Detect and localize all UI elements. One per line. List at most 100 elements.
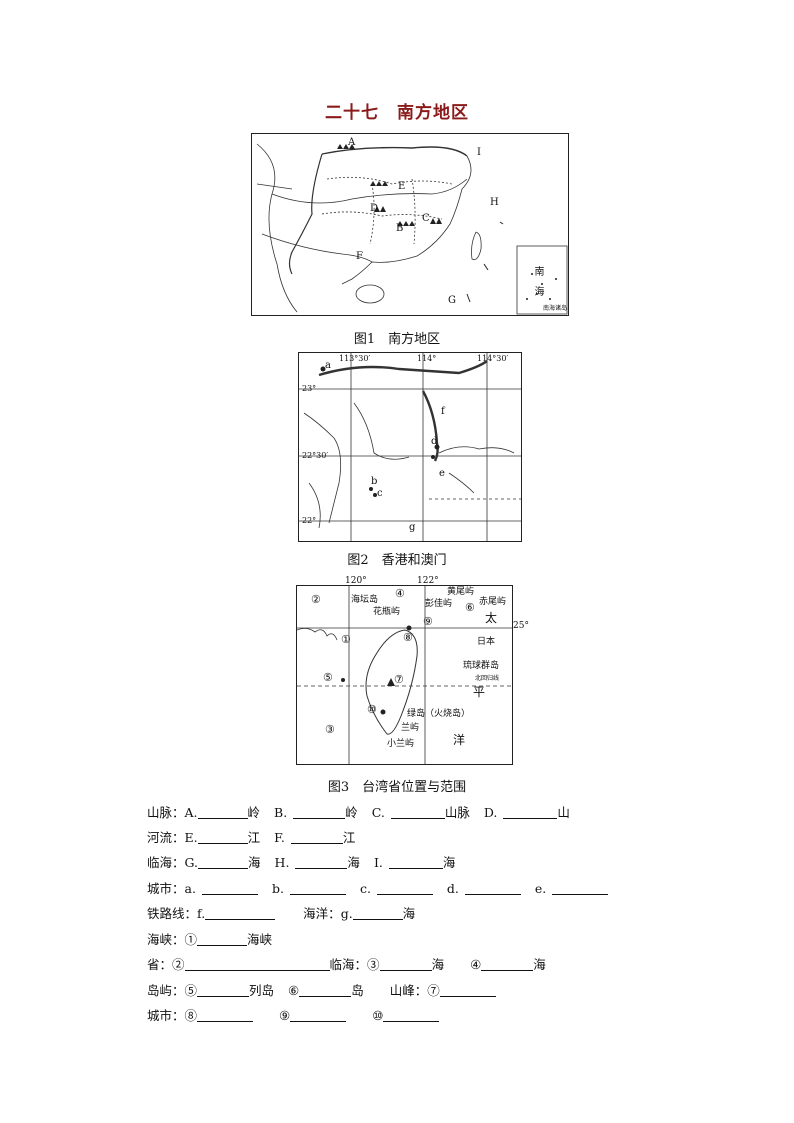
circled-1: ① bbox=[341, 633, 351, 646]
blank-4[interactable] bbox=[481, 958, 534, 971]
place-xiaolanyu: 小兰屿 bbox=[387, 739, 415, 749]
circled-5: ⑤ bbox=[323, 671, 333, 684]
blank-f[interactable] bbox=[205, 907, 276, 920]
q6-suffix: 海峡 bbox=[247, 932, 273, 947]
q5-ocean-label: 海洋： bbox=[303, 906, 341, 921]
q7-label: 省： bbox=[147, 957, 173, 972]
place-japan: 日本 bbox=[477, 637, 496, 647]
q1-a: A. bbox=[184, 805, 198, 820]
q3-h: H. bbox=[274, 855, 290, 870]
q9-9: ⑨ bbox=[279, 1008, 291, 1023]
label-a: a bbox=[325, 360, 331, 371]
q5-g-suffix: 海 bbox=[402, 906, 416, 921]
q1-c: C. bbox=[371, 805, 385, 820]
q7-4: ④ bbox=[470, 957, 482, 972]
top-tick-122: 122° bbox=[417, 576, 439, 586]
q9-8: ⑧ bbox=[184, 1008, 198, 1023]
inset-label: 南 海 bbox=[532, 266, 543, 296]
figure-2-hk-macao-map: 113°30′ 114° 114°30′ 23° 22°30′ 22° a b … bbox=[298, 352, 522, 542]
map-hk-macao bbox=[299, 353, 521, 541]
q2-label: 河流： bbox=[147, 830, 185, 845]
blank-5[interactable] bbox=[197, 984, 250, 997]
blank-C[interactable] bbox=[390, 806, 445, 819]
q4-c: c. bbox=[359, 881, 371, 896]
circled-7: ⑦ bbox=[394, 673, 404, 686]
label-C: C bbox=[422, 213, 430, 224]
place-pengjia: 彭佳屿 bbox=[425, 599, 453, 609]
q7-4-suffix: 海 bbox=[533, 957, 546, 972]
ocean-yang: 洋 bbox=[453, 733, 466, 747]
q1-b: B. bbox=[274, 805, 288, 820]
blank-b[interactable] bbox=[289, 882, 346, 895]
q1-c-suffix: 山脉 bbox=[444, 805, 470, 820]
blank-3[interactable] bbox=[379, 958, 432, 971]
question-railway-ocean: 铁路线：f. 海洋：g. 海 bbox=[147, 903, 415, 922]
blank-9[interactable] bbox=[290, 1009, 347, 1022]
q4-e: e. bbox=[534, 881, 547, 896]
blank-D[interactable] bbox=[503, 806, 558, 819]
q3-i: I. bbox=[373, 855, 383, 870]
blank-2[interactable] bbox=[184, 958, 330, 971]
q8-peak-label: 山峰： bbox=[389, 983, 428, 998]
label-I: I bbox=[477, 147, 481, 158]
top-tick-114-30: 114°30′ bbox=[477, 354, 509, 363]
label-c: c bbox=[377, 488, 383, 499]
label-e: e bbox=[439, 468, 445, 479]
blank-1[interactable] bbox=[197, 933, 248, 946]
place-chiwei: 赤尾屿 bbox=[479, 597, 507, 607]
blank-c[interactable] bbox=[376, 882, 433, 895]
q8-label: 岛屿： bbox=[147, 983, 185, 998]
q8-5: ⑤ bbox=[184, 983, 198, 998]
q5-f: f. bbox=[197, 906, 206, 921]
ocean-ping: 平 bbox=[473, 685, 486, 699]
q5-g: g. bbox=[340, 906, 353, 921]
blank-H[interactable] bbox=[295, 856, 348, 869]
place-tropic: 北回归线 bbox=[475, 675, 500, 682]
q9-10: ⑩ bbox=[372, 1008, 384, 1023]
blank-7[interactable] bbox=[439, 984, 496, 997]
place-lvdao: 绿岛（火烧岛） bbox=[407, 709, 471, 719]
blank-g[interactable] bbox=[352, 907, 403, 920]
circled-8: ⑧ bbox=[403, 631, 413, 644]
figure-1-south-china-map: A B C D E F G H I 南 海 南海诸岛 bbox=[251, 133, 569, 316]
label-D: D bbox=[370, 203, 379, 214]
label-H: H bbox=[490, 197, 499, 208]
page-title: 二十七 南方地区 bbox=[325, 103, 469, 123]
blank-8[interactable] bbox=[197, 1009, 254, 1022]
blank-e[interactable] bbox=[552, 882, 609, 895]
blank-I[interactable] bbox=[388, 856, 443, 869]
right-tick-25: 25° bbox=[513, 621, 529, 631]
blank-E[interactable] bbox=[197, 831, 248, 844]
circled-6: ⑥ bbox=[465, 601, 475, 614]
label-f: f bbox=[441, 406, 445, 417]
place-haitan: 海坛岛 bbox=[351, 595, 379, 605]
place-huaping: 花瓶屿 bbox=[373, 607, 401, 617]
blank-G[interactable] bbox=[198, 856, 249, 869]
q5-label: 铁路线： bbox=[147, 906, 198, 921]
blank-d[interactable] bbox=[464, 882, 521, 895]
blank-a[interactable] bbox=[201, 882, 258, 895]
blank-A[interactable] bbox=[197, 806, 248, 819]
blank-10[interactable] bbox=[383, 1009, 440, 1022]
place-ryukyu: 琉球群岛 bbox=[463, 661, 500, 671]
q6-1: ① bbox=[184, 932, 198, 947]
label-B: B bbox=[396, 223, 404, 234]
circled-4: ④ bbox=[395, 587, 405, 600]
place-lanyu: 兰屿 bbox=[401, 723, 420, 733]
figure-1-caption: 图1 南方地区 bbox=[353, 332, 441, 347]
q1-label: 山脉： bbox=[147, 805, 185, 820]
blank-6[interactable] bbox=[299, 984, 352, 997]
blank-F[interactable] bbox=[290, 831, 343, 844]
top-tick-113-30: 113°30′ bbox=[339, 354, 371, 363]
q6-label: 海峡： bbox=[147, 932, 185, 947]
blank-B[interactable] bbox=[293, 806, 346, 819]
figure-3-taiwan-map: 120° 122° 25° ① ② ③ ④ ⑤ ⑥ ⑦ ⑧ ⑨ ⑩ 海坛岛 花瓶… bbox=[296, 577, 529, 765]
q7-3-suffix: 海 bbox=[431, 957, 445, 972]
figure-3-caption: 图3 台湾省位置与范围 bbox=[327, 780, 467, 795]
q9-label: 城市： bbox=[147, 1008, 185, 1023]
circled-3: ③ bbox=[325, 723, 335, 736]
label-d: d bbox=[431, 436, 438, 447]
